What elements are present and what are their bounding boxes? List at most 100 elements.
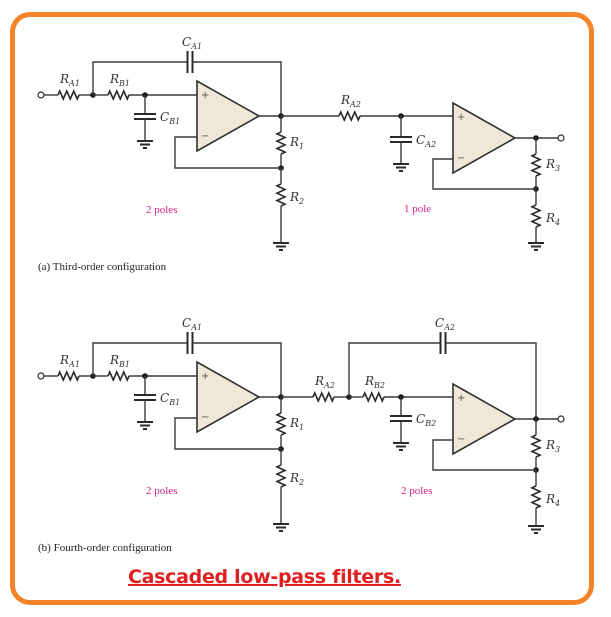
circuit-a-stage1-poles: 2 poles — [146, 204, 177, 216]
circuit-b-stage2-r3-resistor — [530, 434, 542, 458]
circuit-b-stage1-rb-label-subscript: B1 — [118, 360, 130, 369]
opamp-minus-sign: − — [201, 412, 209, 423]
opamp-minus-sign: − — [201, 131, 209, 142]
circuit-a-stage2-poles: 1 pole — [404, 203, 431, 215]
circuit-b-stage2-rb-resistor — [362, 391, 385, 403]
circuit-a-stage2-ca-capacitor — [390, 136, 412, 143]
terminal — [37, 91, 45, 99]
circuit-b-stage2-cb-capacitor — [390, 415, 412, 422]
opamp-triangle — [452, 382, 517, 456]
circuit-a-stage1-rb-resistor — [107, 89, 130, 101]
wire — [92, 61, 188, 95]
opamp-triangle — [452, 101, 517, 175]
circuit-a-stage2-r3-label-subscript: 3 — [555, 164, 560, 173]
wire — [174, 136, 281, 169]
circuit-b-stage1-rb-label: RB1 — [109, 353, 130, 369]
circuit-b-stage1-ra-resistor — [57, 370, 80, 382]
circuit-a-stage1-rtop-resistor — [275, 131, 287, 155]
circuit-b-stage2-ra-label: RA2 — [314, 374, 335, 390]
wire — [192, 61, 282, 116]
circuit-a-stage2-ra-label-subscript: A2 — [349, 100, 361, 109]
circuit-a-stage2-r4-resistor — [530, 204, 542, 228]
circuit-b-stage2-r3-label-subscript: 3 — [555, 445, 560, 454]
circuit-a-stage2-r3-label: R3 — [545, 157, 560, 173]
circuit-a-stage2-ra-resistor — [338, 110, 361, 122]
circuit-a-stage2-ra-label: RA2 — [340, 93, 361, 109]
ground-icon — [137, 140, 153, 149]
circuit-b-r1-label-subscript: 1 — [299, 423, 304, 432]
circuit-a-stage1-rb-label: RB1 — [109, 72, 130, 88]
circuit-a-stage1-ca-label-subscript: A1 — [190, 42, 202, 51]
opamp-triangle — [196, 360, 261, 434]
opamp-plus-sign: + — [201, 90, 209, 101]
ground-icon — [137, 421, 153, 430]
circuit-b-stage2-r3-label: R3 — [545, 438, 560, 454]
circuit-a-stage1-ra-label: RA1 — [59, 72, 80, 88]
opamp-triangle — [196, 79, 261, 153]
circuit-b-stage2-poles: 2 poles — [401, 485, 432, 497]
ground-icon — [393, 442, 409, 451]
circuit-b-stage2-ca-capacitor — [439, 332, 447, 354]
circuit-a-stage1-ca-label: CA1 — [182, 35, 202, 51]
circuit-b-stage2-cb-label: CB2 — [416, 412, 436, 428]
circuit-b-stage1-cb-capacitor — [134, 394, 156, 401]
circuit-b-stage1-rbot-resistor — [275, 464, 287, 488]
terminal — [37, 372, 45, 380]
opamp-minus-sign: − — [457, 153, 465, 164]
circuit-b-stage2-r4-resistor — [530, 485, 542, 509]
ground-icon — [273, 523, 289, 532]
figure-title: Cascaded low-pass filters. — [128, 566, 401, 588]
circuit-b-stage2-cb-label-subscript: B2 — [424, 419, 436, 428]
circuit-a-stage2-r4-label: R4 — [545, 211, 560, 227]
circuit-b-stage1-ra-label-subscript: A1 — [68, 360, 80, 369]
circuit-a-stage2-r4-label-subscript: 4 — [554, 218, 560, 227]
circuit-b-stage1-rtop-resistor — [275, 412, 287, 436]
circuit-a-stage1-cb-label-subscript: B1 — [168, 117, 180, 126]
opamp-minus-sign: − — [457, 434, 465, 445]
circuit-a-stage2-ca-label: CA2 — [416, 133, 436, 149]
circuit-b-stage1-cb-label-subscript: B1 — [168, 398, 180, 407]
circuit-b-stage2-rb-label: RB2 — [364, 374, 385, 390]
circuit-b-r2-label: R2 — [289, 471, 304, 487]
circuit-a-r2-label: R2 — [289, 190, 304, 206]
circuit-b-stage2-rb-label-subscript: B2 — [373, 381, 385, 390]
circuit-a-stage1-cb-label: CB1 — [160, 110, 180, 126]
wire — [445, 342, 537, 419]
opamp-plus-sign: + — [201, 371, 209, 382]
opamp-plus-sign: + — [457, 393, 465, 404]
circuit-b-stage1-ca-label: CA1 — [182, 316, 202, 332]
circuit-b-stage1-opamp: +− — [196, 360, 261, 434]
circuit-b-stage2-ra-resistor — [312, 391, 335, 403]
circuit-b-stage1-rb-resistor — [107, 370, 130, 382]
circuit-a-caption: (a) Third-order configuration — [38, 261, 167, 273]
circuit-a-stage1-rb-label-subscript: B1 — [118, 79, 130, 88]
orange-border-frame — [10, 12, 594, 605]
circuit-a-stage2-r3-resistor — [530, 153, 542, 177]
circuit-a-stage1-ra-resistor — [57, 89, 80, 101]
circuit-b-r2-label-subscript: 2 — [298, 478, 304, 487]
circuit-a-stage1-ca-capacitor — [186, 51, 194, 73]
circuit-b-stage1-cb-label: CB1 — [160, 391, 180, 407]
circuit-b-stage2-ra-label-subscript: A2 — [323, 381, 335, 390]
circuit-a-r2-label-subscript: 2 — [298, 197, 304, 206]
circuit-b-stage1-ca-label-subscript: A1 — [190, 323, 202, 332]
ground-icon — [528, 525, 544, 534]
ground-icon — [393, 163, 409, 172]
circuit-b-stage1-poles: 2 poles — [146, 485, 177, 497]
circuit-a-stage1-cb-capacitor — [134, 113, 156, 120]
circuit-b-stage2-r4-label: R4 — [545, 492, 560, 508]
circuit-a-stage1-opamp: +− — [196, 79, 261, 153]
ground-icon — [273, 242, 289, 251]
circuit-a-stage1-rbot-resistor — [275, 183, 287, 207]
wire — [348, 342, 441, 397]
terminal — [557, 415, 565, 423]
circuit-a-r1-label-subscript: 1 — [299, 142, 304, 151]
circuit-a-stage2-ca-label-subscript: A2 — [424, 140, 436, 149]
wire — [92, 342, 188, 376]
opamp-plus-sign: + — [457, 112, 465, 123]
wire — [192, 342, 282, 397]
circuit-b-stage1-ca-capacitor — [186, 332, 194, 354]
